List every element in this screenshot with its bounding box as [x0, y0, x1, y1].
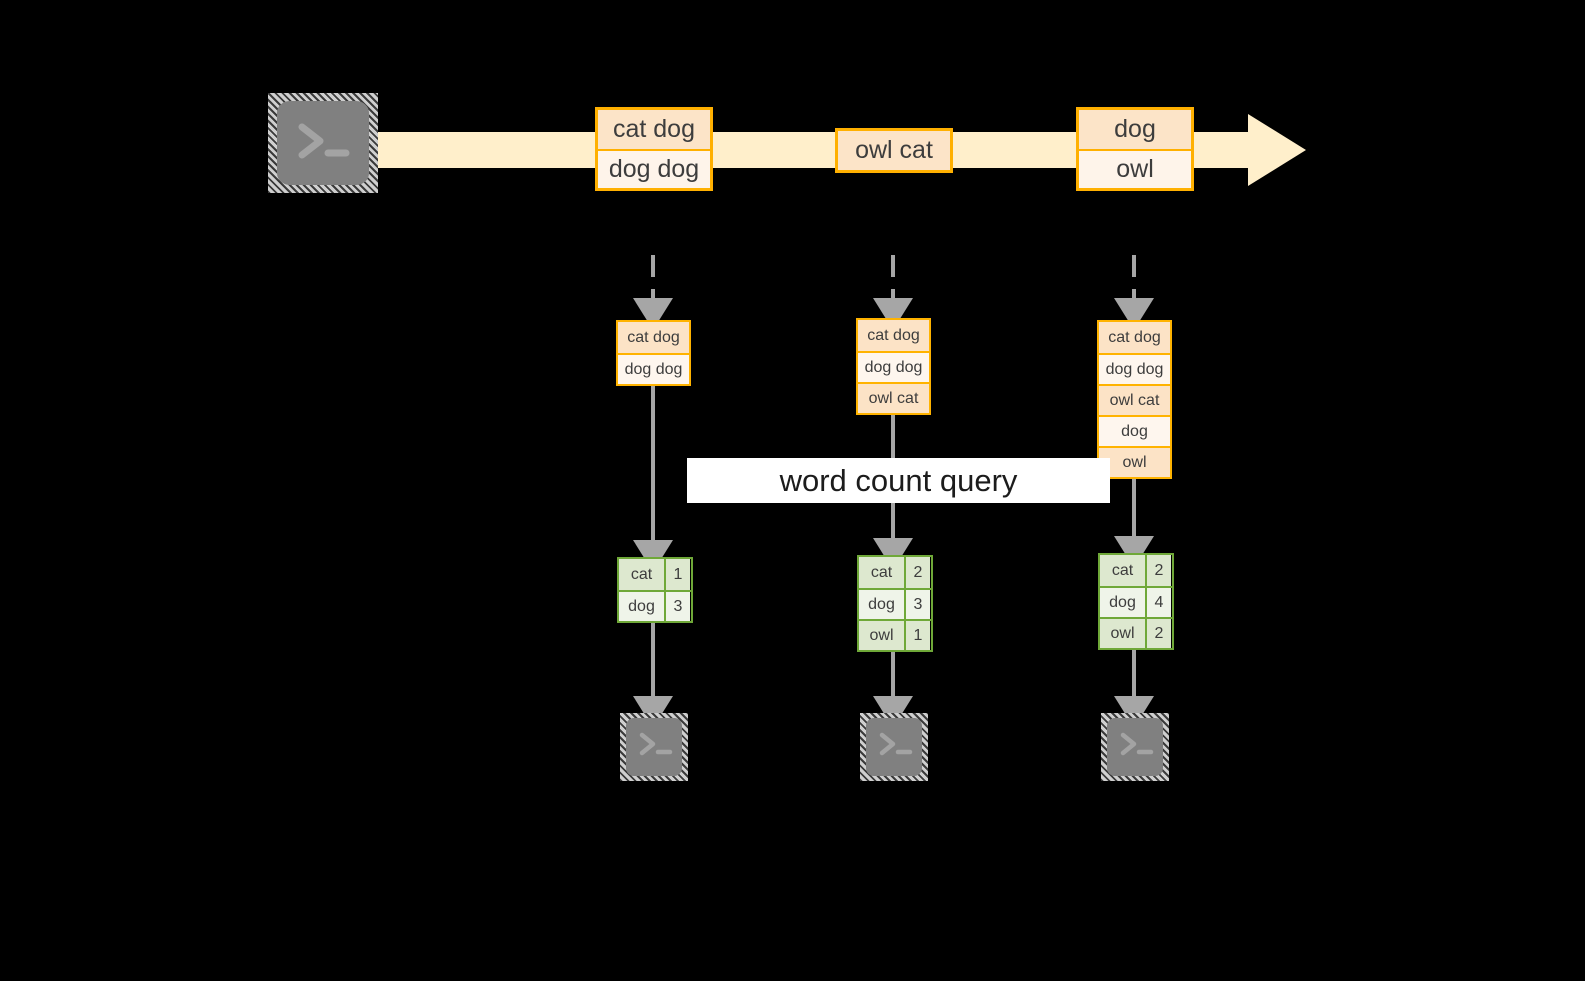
counts-word: dog: [1100, 588, 1145, 617]
counts-row: owl 1: [859, 619, 931, 650]
terminal-body: [866, 718, 922, 776]
counts-row: dog 3: [619, 590, 691, 621]
counts-word: cat: [1100, 555, 1145, 586]
counts-row: dog 4: [1100, 586, 1172, 617]
counts-value: 3: [664, 592, 690, 621]
stream-message-line: dog dog: [598, 149, 710, 188]
terminal-prompt-icon: [639, 732, 673, 756]
counts-value: 1: [664, 559, 690, 590]
stream-message-line: owl: [1079, 149, 1191, 188]
snapshot-line: dog dog: [858, 351, 929, 382]
snapshot-stack-3[interactable]: cat dog dog dog owl cat dog owl: [1097, 320, 1172, 479]
terminal-body: [626, 718, 682, 776]
counts-row: owl 2: [1100, 617, 1172, 648]
snapshot-line: owl cat: [858, 382, 929, 413]
sink-terminal-icon-1[interactable]: [620, 713, 688, 781]
snapshot-line: cat dog: [858, 320, 929, 351]
counts-value: 2: [1145, 555, 1171, 586]
sink-terminal-icon-2[interactable]: [860, 713, 928, 781]
stream-message-2[interactable]: owl cat: [835, 128, 953, 173]
counts-table-3[interactable]: cat 2 dog 4 owl 2: [1098, 553, 1174, 650]
stream-message-line: owl cat: [838, 131, 950, 170]
snapshot-line: dog dog: [1099, 353, 1170, 384]
counts-table-1[interactable]: cat 1 dog 3: [617, 557, 693, 623]
terminal-prompt-icon: [298, 123, 350, 159]
terminal-body: [1107, 718, 1163, 776]
source-terminal-icon[interactable]: [268, 93, 378, 193]
terminal-prompt-icon: [879, 732, 913, 756]
snapshot-line: owl cat: [1099, 384, 1170, 415]
stream-message-3[interactable]: dog owl: [1076, 107, 1194, 191]
counts-word: cat: [619, 559, 664, 590]
counts-value: 3: [904, 590, 930, 619]
query-label: word count query: [687, 458, 1110, 503]
stream-message-1[interactable]: cat dog dog dog: [595, 107, 713, 191]
counts-table-2[interactable]: cat 2 dog 3 owl 1: [857, 555, 933, 652]
counts-row: cat 2: [859, 557, 931, 588]
terminal-prompt-icon: [1120, 732, 1154, 756]
query-label-text: word count query: [779, 462, 1018, 498]
counts-word: dog: [619, 592, 664, 621]
counts-word: cat: [859, 557, 904, 588]
stream-message-line: cat dog: [598, 110, 710, 149]
counts-row: cat 1: [619, 559, 691, 590]
counts-word: owl: [859, 621, 904, 650]
snapshot-line: dog dog: [618, 353, 689, 384]
stream-message-line: dog: [1079, 110, 1191, 149]
sink-terminal-icon-3[interactable]: [1101, 713, 1169, 781]
terminal-body: [277, 101, 369, 185]
counts-word: dog: [859, 590, 904, 619]
snapshot-line: cat dog: [618, 322, 689, 353]
counts-value: 2: [904, 557, 930, 588]
snapshot-line: dog: [1099, 415, 1170, 446]
snapshot-line: cat dog: [1099, 322, 1170, 353]
counts-row: dog 3: [859, 588, 931, 619]
snapshot-stack-2[interactable]: cat dog dog dog owl cat: [856, 318, 931, 415]
snapshot-line: owl: [1099, 446, 1170, 477]
snapshot-stack-1[interactable]: cat dog dog dog: [616, 320, 691, 386]
counts-word: owl: [1100, 619, 1145, 648]
counts-value: 4: [1145, 588, 1171, 617]
counts-value: 1: [904, 621, 930, 650]
counts-row: cat 2: [1100, 555, 1172, 586]
stream-arrowhead: [1248, 114, 1306, 186]
counts-value: 2: [1145, 619, 1171, 648]
